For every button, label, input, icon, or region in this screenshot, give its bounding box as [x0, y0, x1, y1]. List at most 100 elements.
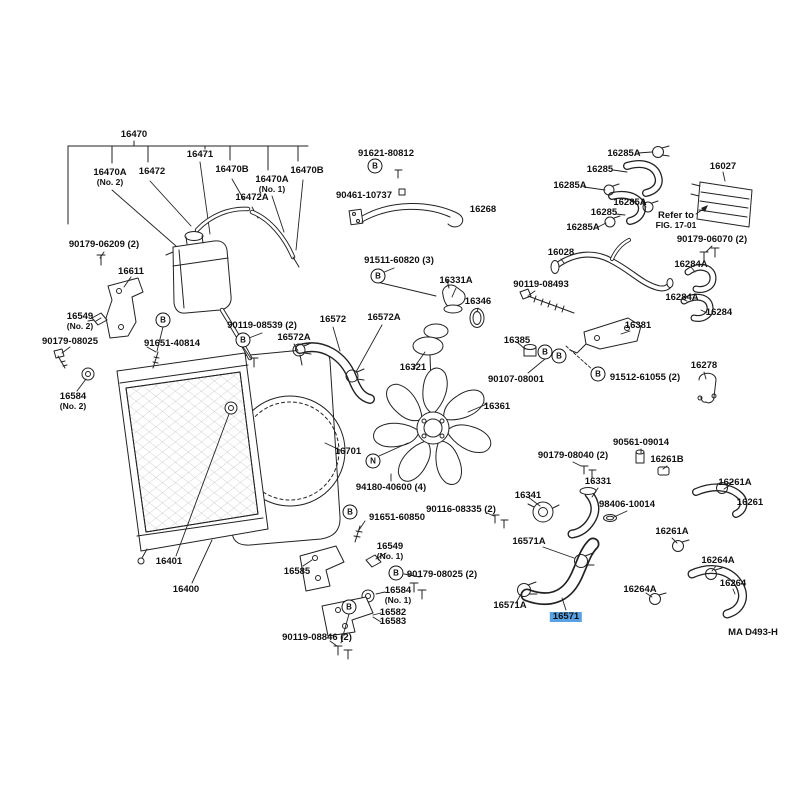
- part-label-16572[interactable]: 16572: [319, 314, 347, 325]
- part-label-16261B[interactable]: 16261B: [650, 454, 684, 465]
- part-label-16470A-no2[interactable]: 16470A(No. 2): [93, 167, 126, 188]
- part-label-16582[interactable]: 16582: [379, 607, 407, 618]
- part-label-91651-40814[interactable]: 91651-40814: [144, 338, 200, 349]
- bypass-hoses-16284-drawing: [680, 263, 717, 322]
- part-label-90179-06209[interactable]: 90179-06209 (2): [68, 239, 140, 250]
- part-label-16472[interactable]: 16472: [138, 166, 166, 177]
- circled-letter-N: N: [365, 453, 381, 469]
- part-label-16361[interactable]: 16361: [483, 401, 511, 412]
- part-label-16400[interactable]: 16400: [172, 584, 200, 595]
- part-note: (No. 2): [66, 321, 94, 332]
- part-label-90116-08335[interactable]: 90116-08335 (2): [426, 504, 496, 515]
- part-label-90119-08539[interactable]: 90119-08539 (2): [227, 320, 297, 331]
- circled-letter-B-9: B: [388, 565, 404, 581]
- part-label-16611[interactable]: 16611: [118, 266, 144, 277]
- leader-lines: [61, 151, 736, 647]
- part-label-16701[interactable]: 16701: [334, 446, 362, 457]
- part-label-16284A-2[interactable]: 16284A: [665, 292, 699, 303]
- part-label-16470[interactable]: 16470: [120, 129, 148, 140]
- part-label-90461-10737[interactable]: 90461-10737: [336, 190, 392, 201]
- part-label-16346[interactable]: 16346: [464, 296, 492, 307]
- part-label-16470A-no1[interactable]: 16470A(No. 1): [255, 174, 289, 194]
- part-label-90119-08493[interactable]: 90119-08493: [513, 279, 569, 290]
- part-label-16571-selected[interactable]: 16571: [549, 611, 583, 623]
- part-label-16268[interactable]: 16268: [469, 204, 497, 215]
- part-label-16264A-1[interactable]: 16264A: [701, 555, 735, 566]
- part-label-16572A-1[interactable]: 16572A: [277, 332, 311, 343]
- part-label-90179-08040[interactable]: 90179-08040 (2): [537, 450, 609, 461]
- part-label-16385[interactable]: 16385: [503, 335, 531, 346]
- part-label-16583[interactable]: 16583: [379, 616, 407, 627]
- part-label-90561-09014[interactable]: 90561-09014: [613, 437, 669, 448]
- part-label-94180-40600[interactable]: 94180-40600 (4): [355, 482, 427, 493]
- part-label-16028[interactable]: 16028: [547, 247, 575, 258]
- circled-letter-B-4: B: [235, 332, 251, 348]
- circled-letter-B-1: B: [367, 158, 383, 174]
- part-label-90119-08846[interactable]: 90119-08846 (2): [282, 632, 352, 643]
- part-label-90107-08001[interactable]: 90107-08001: [488, 374, 544, 385]
- part-label-16341[interactable]: 16341: [514, 490, 542, 501]
- clamp-16278-drawing: [697, 372, 717, 404]
- circled-letter-B-2: B: [370, 268, 386, 284]
- heater-hose-16264-drawing: [649, 565, 747, 619]
- part-label-16401[interactable]: 16401: [155, 556, 183, 567]
- part-label-90179-08025-2[interactable]: 90179-08025 (2): [406, 569, 478, 580]
- part-note: (No. 2): [96, 177, 124, 188]
- radiator-drawing: [116, 352, 269, 565]
- part-label-90179-08025-1[interactable]: 90179-08025: [42, 336, 98, 347]
- sensor-16385-drawing: [523, 344, 537, 357]
- part-label-91621-80812[interactable]: 91621-80812: [358, 148, 414, 159]
- part-label-16571A-1[interactable]: 16571A: [512, 536, 546, 547]
- part-label-91512-61055[interactable]: 91512-61055 (2): [609, 372, 681, 383]
- part-number: 16584: [59, 391, 87, 402]
- part-label-16331[interactable]: 16331: [584, 476, 612, 487]
- part-label-16321[interactable]: 16321: [399, 362, 427, 373]
- part-label-16261[interactable]: 16261: [736, 497, 764, 508]
- part-label-16584-no1[interactable]: 16584(No. 1): [384, 585, 412, 606]
- upper-hose-16572-drawing: [292, 342, 375, 404]
- part-label-91511-60820[interactable]: 91511-60820 (3): [364, 255, 434, 266]
- part-label-16381[interactable]: 16381: [624, 320, 652, 331]
- part-label-16285-2[interactable]: 16285: [590, 207, 618, 218]
- part-label-16284A-1[interactable]: 16284A: [674, 259, 708, 270]
- circled-letter-B-5: B: [342, 504, 358, 520]
- part-label-16027[interactable]: 16027: [709, 161, 737, 172]
- part-label-16571A-2[interactable]: 16571A: [493, 600, 527, 611]
- part-label-16285A-1[interactable]: 16285A: [607, 148, 641, 159]
- part-number: 16549: [66, 311, 94, 322]
- part-label-16470B-2[interactable]: 16470B: [290, 165, 324, 176]
- circled-letter-B-7: B: [551, 348, 567, 364]
- part-label-16471[interactable]: 16471: [186, 149, 214, 160]
- part-label-16472A[interactable]: 16472A: [235, 192, 269, 203]
- part-label-16264A-2[interactable]: 16264A: [623, 584, 657, 595]
- part-label-16572A-2[interactable]: 16572A: [367, 312, 401, 323]
- bolt-90119-08493-drawing: [519, 288, 575, 314]
- part-label-16331A[interactable]: 16331A: [439, 275, 473, 286]
- part-label-16261A-1[interactable]: 16261A: [718, 477, 752, 488]
- part-label-16549-no1[interactable]: 16549(No. 1): [377, 541, 403, 561]
- part-label-16285A-3[interactable]: 16285A: [613, 197, 647, 208]
- part-label-16285A-2[interactable]: 16285A: [553, 180, 587, 191]
- part-label-16285A-4[interactable]: 16285A: [566, 222, 600, 233]
- part-label-16284[interactable]: 16284: [705, 307, 733, 318]
- refer-fig: FIG. 17-01: [655, 220, 697, 231]
- water-outlet-16331A-drawing: [442, 279, 485, 328]
- part-label-91651-60850[interactable]: 91651-60850: [369, 512, 425, 523]
- circled-letter-B-6: B: [537, 344, 553, 360]
- heater-hoses-16285-drawing: [603, 145, 670, 228]
- overflow-hoses-drawing: [194, 206, 300, 268]
- part-label-16285-1[interactable]: 16285: [586, 164, 614, 175]
- part-label-16278[interactable]: 16278: [690, 360, 718, 371]
- top-bracket-lines: [67, 140, 309, 251]
- part-label-16585[interactable]: 16585: [283, 566, 311, 577]
- part-label-16584-no2[interactable]: 16584(No. 2): [59, 391, 87, 411]
- part-label-16261A-2[interactable]: 16261A: [655, 526, 689, 537]
- part-label-16470B-1[interactable]: 16470B: [215, 164, 249, 175]
- part-label-98406-10014[interactable]: 98406-10014: [599, 499, 655, 510]
- part-label-16549-no2[interactable]: 16549(No. 2): [66, 311, 94, 332]
- part-number: 16470A: [255, 174, 289, 185]
- part-label-90179-06070[interactable]: 90179-06070 (2): [676, 234, 748, 245]
- part-label-16264[interactable]: 16264: [719, 578, 747, 589]
- part-note: (No. 1): [384, 595, 412, 606]
